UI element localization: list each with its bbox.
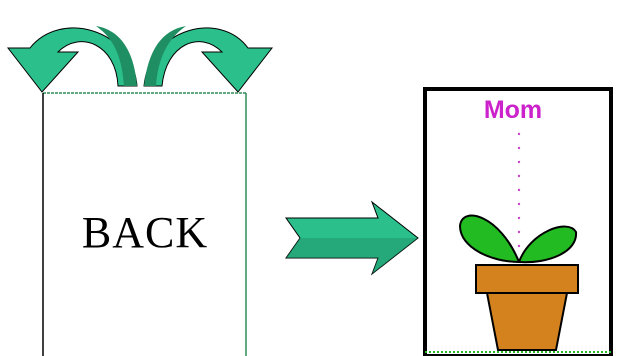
potted-plant-icon xyxy=(458,214,579,351)
mom-label: Mom xyxy=(484,96,542,124)
back-panel: BACK xyxy=(42,92,247,356)
pot-rim xyxy=(475,264,579,294)
front-panel: Mom xyxy=(423,87,613,356)
left-leaf xyxy=(458,214,521,264)
fold-arrows-icon xyxy=(6,26,274,93)
back-label: BACK xyxy=(82,208,208,257)
right-leaf xyxy=(517,225,578,264)
pot-body xyxy=(485,292,569,351)
right-arrow-icon xyxy=(285,200,419,276)
